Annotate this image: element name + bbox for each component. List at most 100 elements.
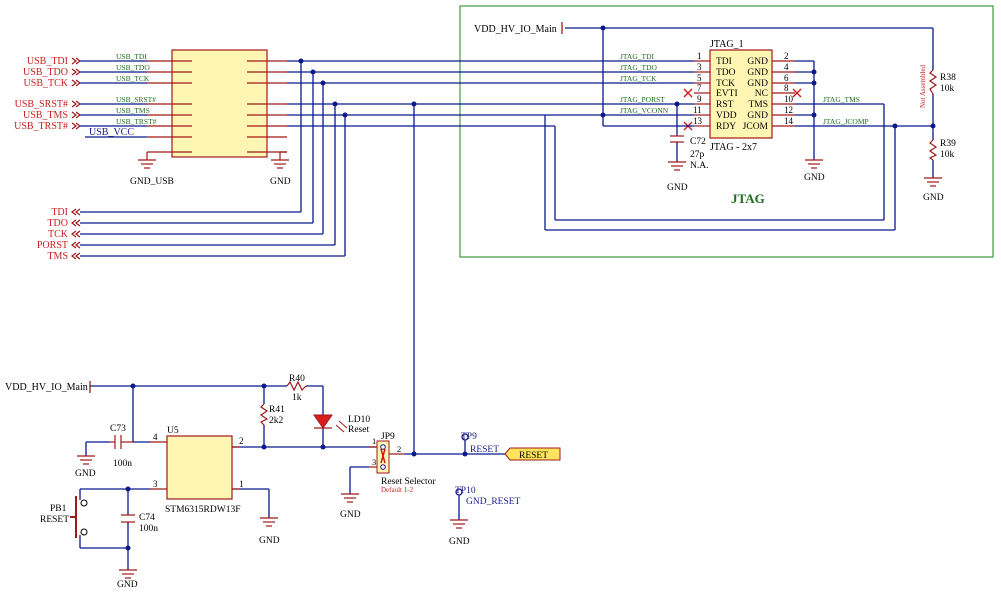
net-usb-srst: USB_SRST# [116,95,156,104]
jtag-pin-name-vdd: VDD [716,111,737,121]
c72-ref: C72 [690,137,706,147]
label-vdd-hv-bottom: VDD_HV_IO_Main [5,382,88,393]
c74-symbol [121,514,135,523]
jtag-pin-name-tms: TMS [748,100,768,110]
jtag-pin-name-gnd-2: GND [747,57,768,67]
c74-ref: C74 [139,513,155,523]
u5-pin-2: 2 [239,436,244,446]
tp9-symbol [461,433,469,441]
port-usb-srst: USB_SRST# [15,99,68,110]
u5-pin-4: 4 [153,432,158,442]
jp9-pin-3: 3 [372,457,376,467]
jp9-note: Default 1-2 [381,486,414,494]
jtag-pin-1: 1 [697,51,702,61]
u5-ref: U5 [167,426,179,436]
jtag-pin-11: 11 [693,105,702,115]
jtag-pin-7: 7 [697,83,702,93]
jtag-pin-3: 3 [697,62,702,72]
reset-port-label: RESET [519,451,548,461]
jp9-pin-1: 1 [372,436,376,446]
jtag-connector [709,49,773,139]
port-usb-tdi: USB_TDI [27,56,68,67]
jp9-pin-2: 2 [397,444,401,454]
c72-note: N.A. [690,161,708,171]
jp9-ref: JP9 [381,432,395,442]
r38-symbol [928,69,938,95]
jtag-pin-4: 4 [784,62,789,72]
r39-ref: R39 [940,139,956,149]
jtag-pin-12: 12 [784,105,793,115]
net-usb-tck: USB_TCK [116,74,150,83]
tp10-ref: TP10 [455,486,476,496]
port-porst: PORST [37,240,68,251]
r39-value: 10k [940,150,955,160]
label-gnd-tp10: GND [449,537,470,547]
r41-value: 2k2 [269,416,284,426]
jtag-pin-name-gnd-6: GND [747,79,768,89]
port-usb-tms: USB_TMS [23,110,68,121]
port-tdo: TDO [47,218,68,229]
c72-value: 27p [690,150,705,160]
jtag-pin-name-evti: EVTI [716,89,738,99]
jtag-ref: JTAG_1 [710,39,744,50]
u5-pin-1: 1 [239,479,244,489]
jtag-pin-name-gnd-4: GND [747,68,768,78]
usb-block-pin-stubs [147,60,287,153]
jtag-pin-name-tck: TCK [716,79,735,89]
pb1-value: RESET [40,515,69,525]
net-jtag-tdi: JTAG_TDI [620,52,654,61]
ld10-symbol [313,414,333,429]
u5-part: STM6315RDW13F [165,505,240,515]
net-usb-tms: USB_TMS [116,106,150,115]
jtag-pin-9: 9 [697,94,702,104]
jtag-pin-14: 14 [784,116,794,126]
r38-ref: R38 [940,73,956,83]
label-gnd-jtag: GND [804,173,825,183]
jtag-pin-name-gnd-12: GND [747,111,768,121]
ld10-value: Reset [348,425,369,435]
jtag-pin-name-rst: RST [716,100,734,110]
jp9-value: Reset Selector [381,477,436,487]
net-usb-vcc: USB_VCC [89,127,134,138]
c73-symbol [110,435,133,449]
pb1-symbol [70,496,88,538]
net-jtag-tdo: JTAG_TDO [620,63,657,72]
tp9-ref: TP9 [461,432,477,442]
label-gnd-c72: GND [667,183,688,193]
net-jtag-jcomp: JTAG_JCOMP [823,117,869,126]
r40-value: 1k [292,393,302,403]
jtag-frame [459,5,994,258]
c73-value: 100n [113,459,132,469]
label-gnd-usb: GND_USB [130,177,174,187]
net-jtag-vconn: JTAG_VCONN [620,106,669,115]
port-tdi: TDI [51,207,68,218]
ld10-ref: LD10 [348,415,370,425]
net-usb-trst: USB_TRST# [116,117,157,126]
r38-note: Not Assembled [919,65,927,108]
jtag-pin-10: 10 [784,94,794,104]
label-gnd-jp9: GND [340,510,361,520]
c73-ref: C73 [110,424,126,434]
r40-symbol [286,380,307,392]
pb1-ref: PB1 [50,504,67,514]
jtag-pin-6: 6 [784,73,789,83]
tp10-symbol [455,488,463,496]
label-vdd-hv-top: VDD_HV_IO_Main [474,24,557,35]
jtag-pin-2: 2 [784,51,789,61]
jtag-pin-name-rdy: RDY [716,122,736,132]
jtag-pin-8: 8 [784,83,789,93]
tp10-value: GND_RESET [466,497,521,507]
label-gnd-c74: GND [117,580,138,590]
u5-pin-3: 3 [153,479,158,489]
port-tck: TCK [48,229,69,240]
r41-ref: R41 [269,405,285,415]
port-usb-trst: USB_TRST# [14,121,68,132]
net-jtag-tms: JTAG_TMS [823,95,860,104]
jtag-pin-13: 13 [693,116,703,126]
r39-symbol [928,139,938,161]
net-usb-tdi: USB_TDI [116,52,147,61]
net-jtag-porst: JTAG_PORST [620,95,665,104]
c72-symbol [670,135,684,143]
port-usb-tck: USB_TCK [24,78,69,89]
